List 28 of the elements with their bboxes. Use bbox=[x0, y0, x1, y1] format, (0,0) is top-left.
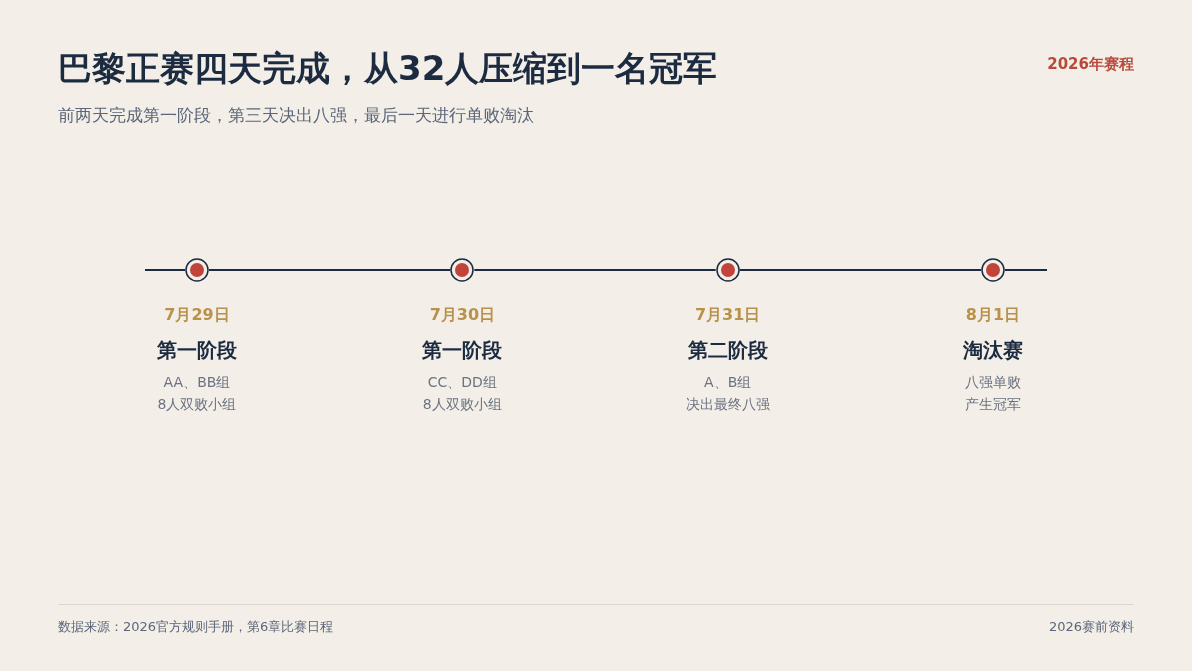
page-title: 巴黎正赛四天完成，从32人压缩到一名冠军 bbox=[58, 47, 718, 90]
stage-description: 决出最终八强 bbox=[685, 395, 770, 414]
stage-title: 第二阶段 bbox=[687, 337, 768, 364]
footer-note: 2026赛前资料 bbox=[1048, 618, 1134, 636]
date-label: 7月30日 bbox=[429, 305, 496, 326]
stage-description: CC、DD组 bbox=[427, 373, 497, 392]
timeline-segment bbox=[738, 269, 982, 271]
timeline-marker bbox=[981, 258, 1005, 282]
year-tag: 2026年赛程 bbox=[1047, 55, 1134, 74]
stage-description: A、B组 bbox=[704, 373, 752, 392]
stage-description: 8人双败小组 bbox=[422, 395, 502, 414]
source-note: 数据来源：2026官方规则手册，第6章比赛日程 bbox=[58, 618, 334, 636]
stage-title: 第一阶段 bbox=[157, 337, 237, 364]
stage-description: 八强单败 bbox=[965, 373, 1021, 392]
timeline-marker bbox=[185, 258, 209, 282]
timeline-segment bbox=[208, 269, 452, 271]
date-label: 7月29日 bbox=[164, 305, 230, 326]
date-label: 7月31日 bbox=[694, 305, 761, 326]
stage-description: 8人双败小组 bbox=[157, 395, 237, 414]
timeline-marker bbox=[715, 258, 740, 282]
stage-title: 淘汰赛 bbox=[963, 337, 1023, 364]
subtitle: 前两天完成第一阶段，第三天决出八强，最后一天进行单败淘汰 bbox=[58, 104, 534, 127]
stage-description: 产生冠军 bbox=[965, 395, 1021, 414]
date-label: 8月1日 bbox=[965, 305, 1021, 326]
stage-title: 第一阶段 bbox=[422, 337, 503, 364]
timeline-segment bbox=[473, 269, 717, 271]
stage-description: AA、BB组 bbox=[163, 373, 231, 392]
timeline-marker bbox=[450, 258, 475, 282]
